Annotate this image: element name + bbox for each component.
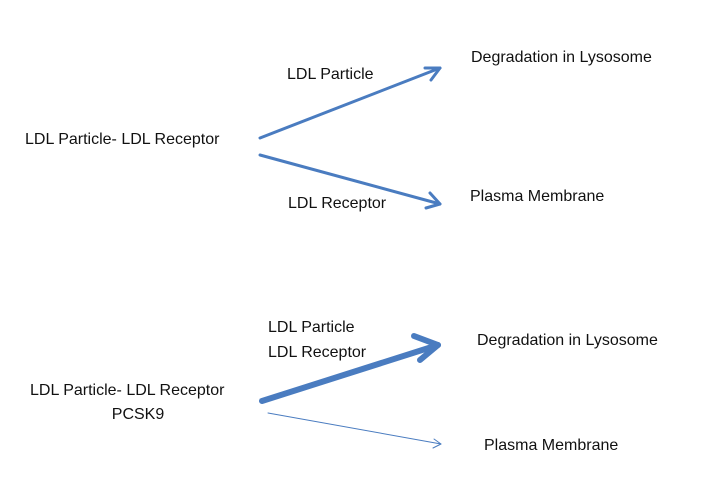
bottom-target-lysosome: Degradation in Lysosome bbox=[477, 332, 658, 349]
bottom-edge-label-line1: LDL Particle bbox=[268, 319, 355, 336]
top-target-plasma-membrane: Plasma Membrane bbox=[470, 188, 605, 205]
top-edge-label-ldl-receptor: LDL Receptor bbox=[288, 195, 387, 212]
top-edge-label-ldl-particle: LDL Particle bbox=[287, 66, 374, 83]
bottom-source-label-line2: PCSK9 bbox=[111, 406, 165, 423]
bottom-source-label-line1: LDL Particle- LDL Receptor bbox=[30, 382, 225, 399]
top-target-lysosome: Degradation in Lysosome bbox=[471, 49, 652, 66]
bottom-arrow-to-membrane bbox=[267, 412, 442, 449]
bottom-target-plasma-membrane: Plasma Membrane bbox=[484, 437, 619, 454]
bottom-edge-label-line2: LDL Receptor bbox=[268, 344, 367, 361]
bottom-arrow-to-lysosome bbox=[259, 333, 441, 404]
top-arrow-to-membrane bbox=[258, 153, 442, 210]
top-arrow-to-lysosome bbox=[258, 66, 442, 140]
top-source-label: LDL Particle- LDL Receptor bbox=[25, 131, 220, 148]
